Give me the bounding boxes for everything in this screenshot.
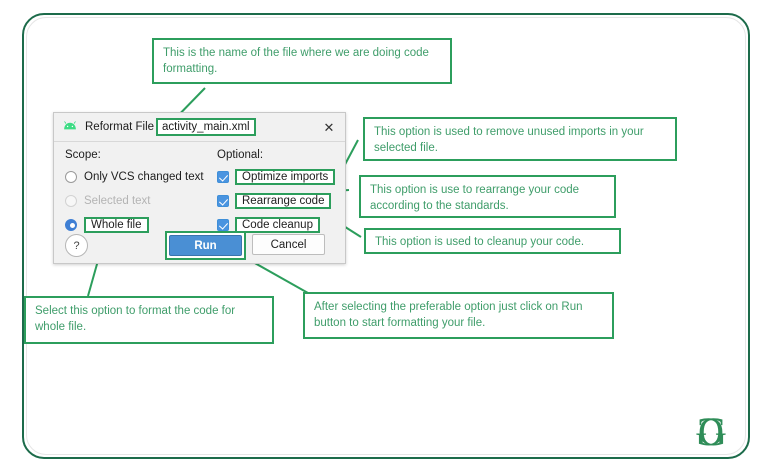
checkbox-label: Rearrange code [235, 192, 332, 209]
radio-whole-file[interactable]: Whole file [65, 216, 215, 233]
callout-filename: This is the name of the file where we ar… [152, 38, 452, 84]
checkmark-icon[interactable] [217, 218, 229, 231]
callout-optimize-imports: This option is used to remove unused imp… [363, 117, 677, 161]
radio-label: Whole file [84, 216, 149, 233]
checkbox-rearrange-code[interactable]: Rearrange code [217, 192, 342, 209]
callout-whole-file-text: Select this option to format the code fo… [35, 305, 236, 333]
optional-column: Optional: Optimize imports Rearrange cod… [217, 149, 342, 240]
radio-label: Only VCS changed text [84, 170, 204, 183]
checkbox-label: Optimize imports [235, 168, 336, 185]
callout-run-button-text: After selecting the preferable option ju… [314, 301, 583, 329]
callout-rearrange-code: This option is use to rearrange your cod… [359, 175, 616, 218]
checkbox-code-cleanup[interactable]: Code cleanup [217, 216, 342, 233]
svg-text:G: G [698, 411, 727, 454]
callout-filename-text: This is the name of the file where we ar… [163, 47, 429, 75]
cancel-button[interactable]: Cancel [252, 234, 325, 255]
checkmark-icon[interactable] [217, 194, 229, 207]
radio-selected-text: Selected text [65, 192, 215, 209]
run-button-highlight: Run [165, 231, 246, 260]
dialog-titlebar: Reformat File activity_main.xml ✕ [54, 113, 345, 142]
dialog-body: Scope: Only VCS changed text Selected te… [54, 142, 345, 266]
radio-icon[interactable] [65, 170, 77, 183]
dialog-filename: activity_main.xml [156, 118, 256, 136]
callout-code-cleanup: This option is used to cleanup your code… [364, 228, 621, 254]
help-button[interactable]: ? [65, 234, 88, 257]
callout-code-cleanup-text: This option is used to cleanup your code… [375, 236, 585, 248]
dialog-footer: ? Run Cancel [54, 231, 345, 260]
radio-icon [65, 194, 77, 207]
run-button[interactable]: Run [169, 235, 242, 256]
reformat-file-dialog: Reformat File activity_main.xml ✕ Scope:… [53, 112, 346, 264]
radio-only-vcs-changed-text[interactable]: Only VCS changed text [65, 168, 215, 185]
close-icon[interactable]: ✕ [323, 119, 335, 135]
checkbox-optimize-imports[interactable]: Optimize imports [217, 168, 342, 185]
callout-optimize-imports-text: This option is used to remove unused imp… [374, 126, 644, 154]
checkmark-icon[interactable] [217, 170, 229, 183]
scope-column: Scope: Only VCS changed text Selected te… [65, 149, 215, 240]
radio-icon[interactable] [65, 218, 77, 231]
callout-run-button: After selecting the preferable option ju… [303, 292, 614, 339]
scope-label: Scope: [65, 149, 101, 161]
radio-label: Selected text [84, 194, 151, 207]
callout-rearrange-code-text: This option is use to rearrange your cod… [370, 184, 580, 212]
dialog-title: Reformat File [85, 121, 155, 133]
checkbox-label: Code cleanup [235, 216, 320, 233]
android-robot-icon [64, 121, 76, 130]
optional-label: Optional: [217, 149, 264, 161]
svg-text:G: G [695, 411, 724, 454]
callout-whole-file: Select this option to format the code fo… [24, 296, 274, 344]
geeksforgeeks-logo: G G [695, 411, 727, 454]
